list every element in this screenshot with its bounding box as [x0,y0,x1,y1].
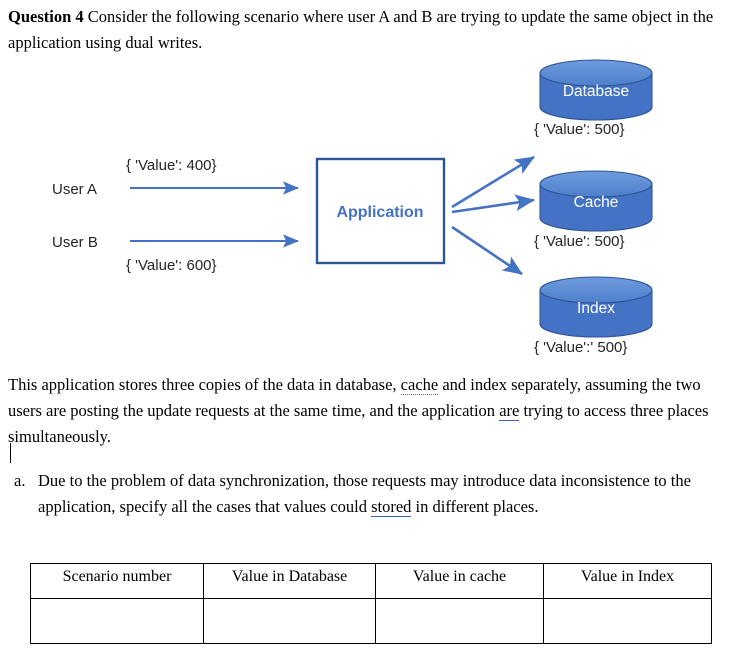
database-label: Database [563,83,629,100]
table-row[interactable] [30,598,712,644]
table-cell-scenario-number[interactable] [30,598,204,644]
question-label: Question 4 [8,7,84,26]
arrow-application-to-index [451,225,523,276]
table-header-value-in-cache: Value in cache [375,563,544,599]
application-label: Application [336,204,423,221]
question-paragraph: Question 4 Consider the following scenar… [8,4,720,56]
table-header-row: Scenario number Value in Database Value … [30,563,712,599]
spellcheck-word-cache[interactable]: cache [400,375,439,395]
list-item-a: a. Due to the problem of data synchroniz… [8,468,724,520]
user-b-payload: { 'Value': 600} [126,257,217,274]
cache-cylinder: Cache [539,170,653,232]
cache-label: Cache [574,194,619,211]
table-cell-value-in-cache[interactable] [375,598,544,644]
database-cylinder: Database [539,59,653,121]
arrow-application-to-cache [451,194,536,214]
text-caret [10,443,12,463]
scenario-answer-table[interactable]: Scenario number Value in Database Value … [30,563,712,644]
question-text: Consider the following scenario where us… [8,7,714,52]
dual-writes-diagram: User A { 'Value': 400} User B { 'Value':… [0,52,737,362]
table-header-value-in-database: Value in Database [203,563,376,599]
stores-text-part2: and index separately, assuming the two u… [8,375,701,420]
list-a-part1: Due to the problem of data synchronizati… [38,471,691,516]
grammar-word-are[interactable]: are [499,401,520,421]
list-marker-a: a. [14,471,26,490]
grammar-word-stored[interactable]: stored [371,497,412,517]
user-a-label: User A [52,181,97,198]
table-cell-value-in-index[interactable] [543,598,712,644]
index-label: Index [577,300,615,317]
list-a-part2: in different places. [411,497,539,516]
index-payload: { 'Value':' 500} [534,339,627,356]
list-item-a-text: Due to the problem of data synchronizati… [38,468,724,520]
stores-paragraph: This application stores three copies of … [8,372,724,450]
stores-text-part1: This application stores three copies of … [8,375,401,394]
application-box [315,157,446,265]
stores-text-part3: trying to access three places simultaneo… [8,401,709,446]
cache-payload: { 'Value': 500} [534,233,625,250]
table-header-scenario-number: Scenario number [30,563,204,599]
table-header-value-in-index: Value in Index [543,563,712,599]
index-cylinder: Index [539,276,653,338]
user-b-label: User B [52,234,98,251]
arrow-application-to-database [451,155,535,209]
user-a-payload: { 'Value': 400} [126,157,217,174]
table-cell-value-in-database[interactable] [203,598,376,644]
database-payload: { 'Value': 500} [534,121,625,138]
